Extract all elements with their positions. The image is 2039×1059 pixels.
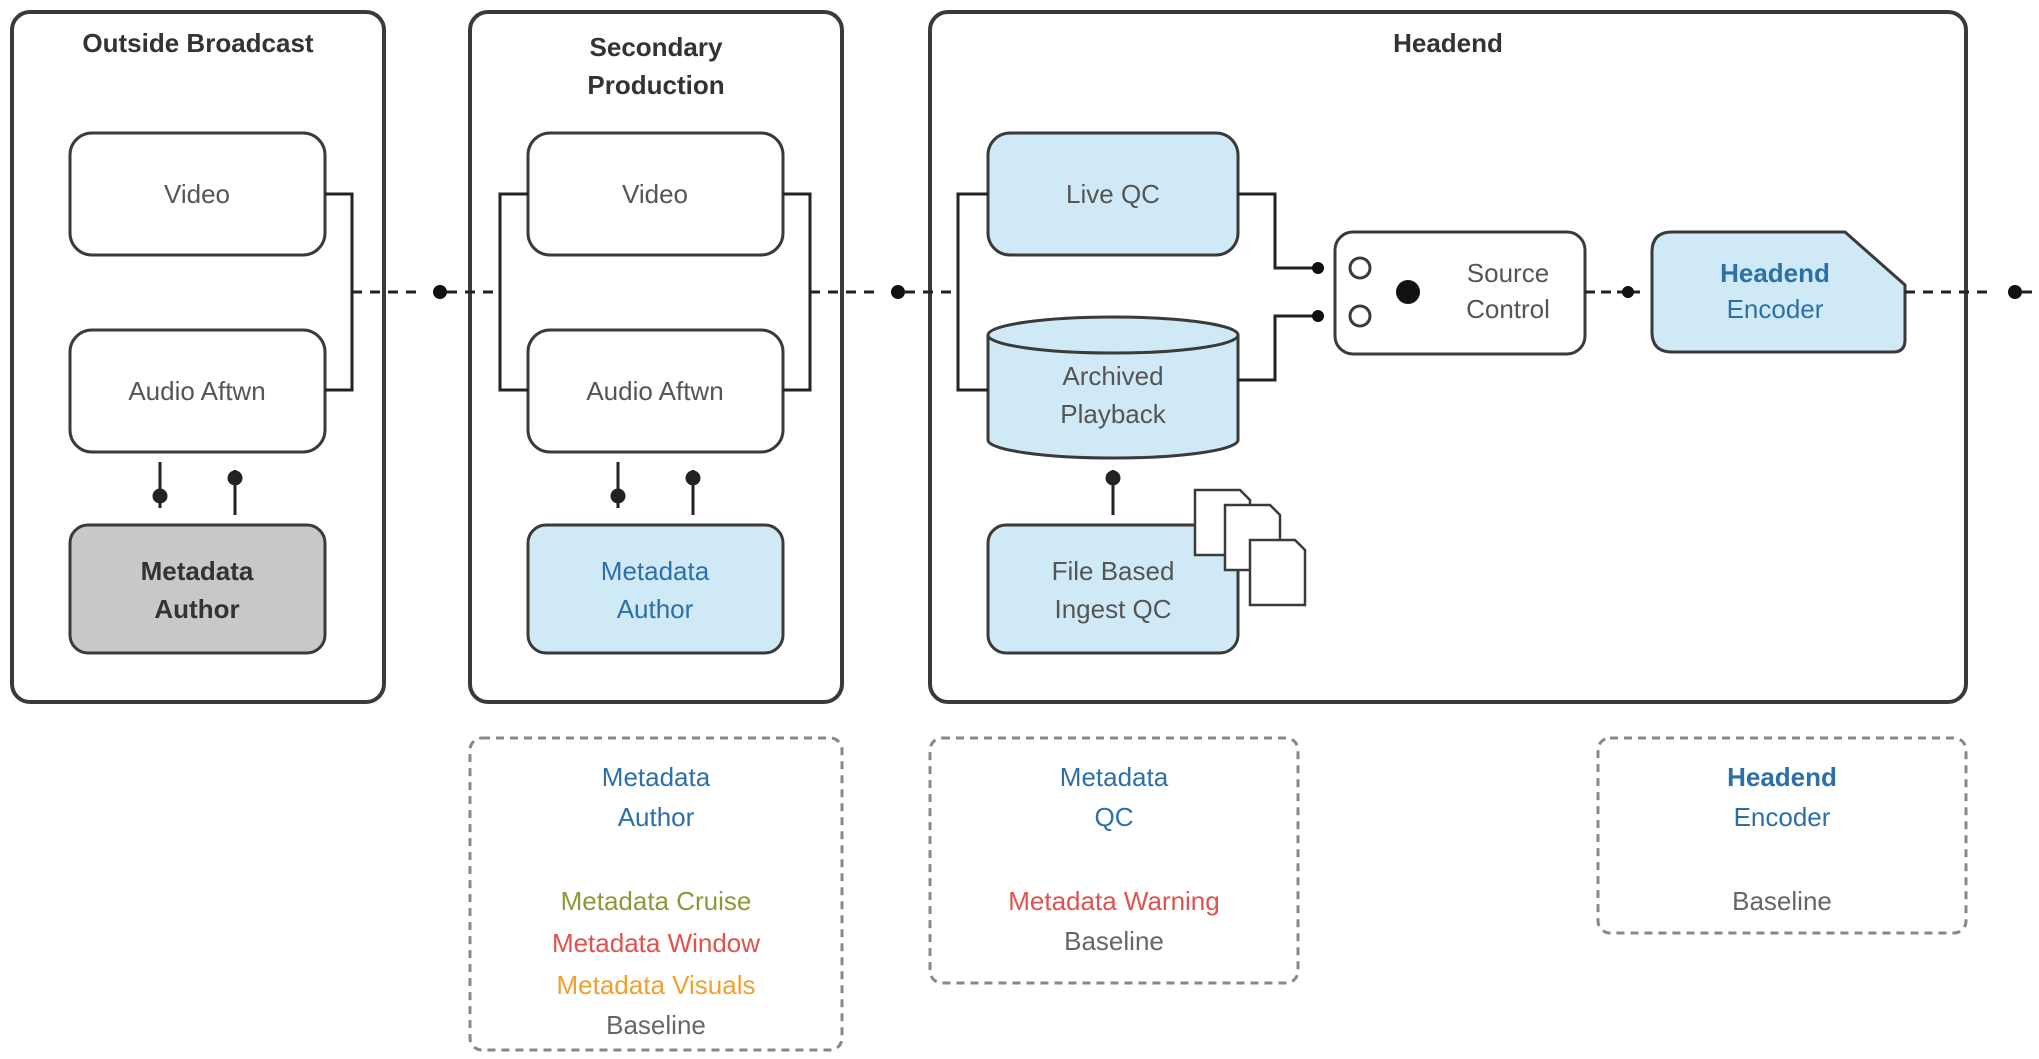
sp-audio-label: Audio Aftwn	[586, 376, 723, 406]
legend-metadata-qc-title-2: QC	[1095, 802, 1134, 832]
legend-metadata-author-item-1: Metadata Cruise	[561, 886, 752, 916]
legend-headend-encoder: Headend Encoder Baseline	[1596, 736, 1968, 935]
headend-encoder-label-2: Encoder	[1727, 294, 1824, 324]
documents-icon	[1193, 488, 1307, 607]
archived-playback-label-2: Playback	[1060, 399, 1166, 429]
source-control-label-2: Control	[1466, 294, 1550, 324]
ob-video-label: Video	[164, 179, 230, 209]
sp-video-node[interactable]: Video	[526, 131, 785, 257]
source-control-input-1-icon	[1348, 256, 1372, 280]
sp-metadata-label-1: Metadata	[601, 556, 710, 586]
source-control-selector-icon	[1396, 280, 1420, 304]
legend-headend-encoder-item-1: Baseline	[1732, 886, 1832, 916]
legend-metadata-qc-title-1: Metadata	[1060, 762, 1169, 792]
group-title-secondary-production-2: Production	[587, 70, 724, 100]
legend-headend-encoder-title-1: Headend	[1727, 762, 1837, 792]
group-title-outside-broadcast: Outside Broadcast	[82, 28, 314, 58]
file-based-ingest-label-1: File Based	[1052, 556, 1175, 586]
ob-metadata-node[interactable]: Metadata Author	[68, 523, 327, 655]
legend-metadata-author: Metadata Author Metadata Cruise Metadata…	[468, 736, 844, 1052]
archived-playback-label-1: Archived	[1062, 361, 1163, 391]
legend-metadata-qc-item-1: Metadata Warning	[1008, 886, 1219, 916]
group-title-headend: Headend	[1393, 28, 1503, 58]
headend-encoder-node[interactable]: Headend Encoder	[1650, 230, 1907, 354]
legend-metadata-author-item-3: Metadata Visuals	[557, 970, 756, 1000]
ob-audio-label: Audio Aftwn	[128, 376, 265, 406]
file-based-ingest-label-2: Ingest QC	[1054, 594, 1171, 624]
sp-video-label: Video	[622, 179, 688, 209]
file-based-ingest-node[interactable]: File Based Ingest QC	[986, 523, 1240, 655]
sp-metadata-node[interactable]: Metadata Author	[526, 523, 785, 655]
legend-headend-encoder-title-2: Encoder	[1734, 802, 1831, 832]
legend-metadata-author-title-1: Metadata	[602, 762, 711, 792]
live-qc-label: Live QC	[1066, 179, 1160, 209]
connectors	[325, 192, 2039, 392]
sp-metadata-arrows	[610, 462, 701, 515]
group-title-secondary-production-1: Secondary	[590, 32, 723, 62]
ob-audio-node[interactable]: Audio Aftwn	[68, 328, 327, 454]
ob-metadata-label-1: Metadata	[141, 556, 254, 586]
sp-metadata-label-2: Author	[617, 594, 694, 624]
source-control-label-1: Source	[1467, 258, 1549, 288]
ingest-to-archived-arrow	[1105, 470, 1121, 515]
ob-metadata-arrows	[152, 462, 243, 515]
legend-metadata-author-title-2: Author	[618, 802, 695, 832]
legend-metadata-qc: Metadata QC Metadata Warning Baseline	[928, 736, 1300, 985]
ob-metadata-label-2: Author	[154, 594, 239, 624]
legend-metadata-author-item-2: Metadata Window	[552, 928, 760, 958]
legend-metadata-qc-item-2: Baseline	[1064, 926, 1164, 956]
headend-encoder-label-1: Headend	[1720, 258, 1830, 288]
sp-audio-node[interactable]: Audio Aftwn	[526, 328, 785, 454]
ob-video-node[interactable]: Video	[68, 131, 327, 257]
legend-metadata-author-item-4: Baseline	[606, 1010, 706, 1040]
live-qc-node[interactable]: Live QC	[986, 131, 1240, 257]
source-control-input-2-icon	[1348, 304, 1372, 328]
archived-playback-node[interactable]: Archived Playback	[986, 315, 1240, 460]
source-control-node[interactable]: Source Control	[1333, 230, 1587, 356]
